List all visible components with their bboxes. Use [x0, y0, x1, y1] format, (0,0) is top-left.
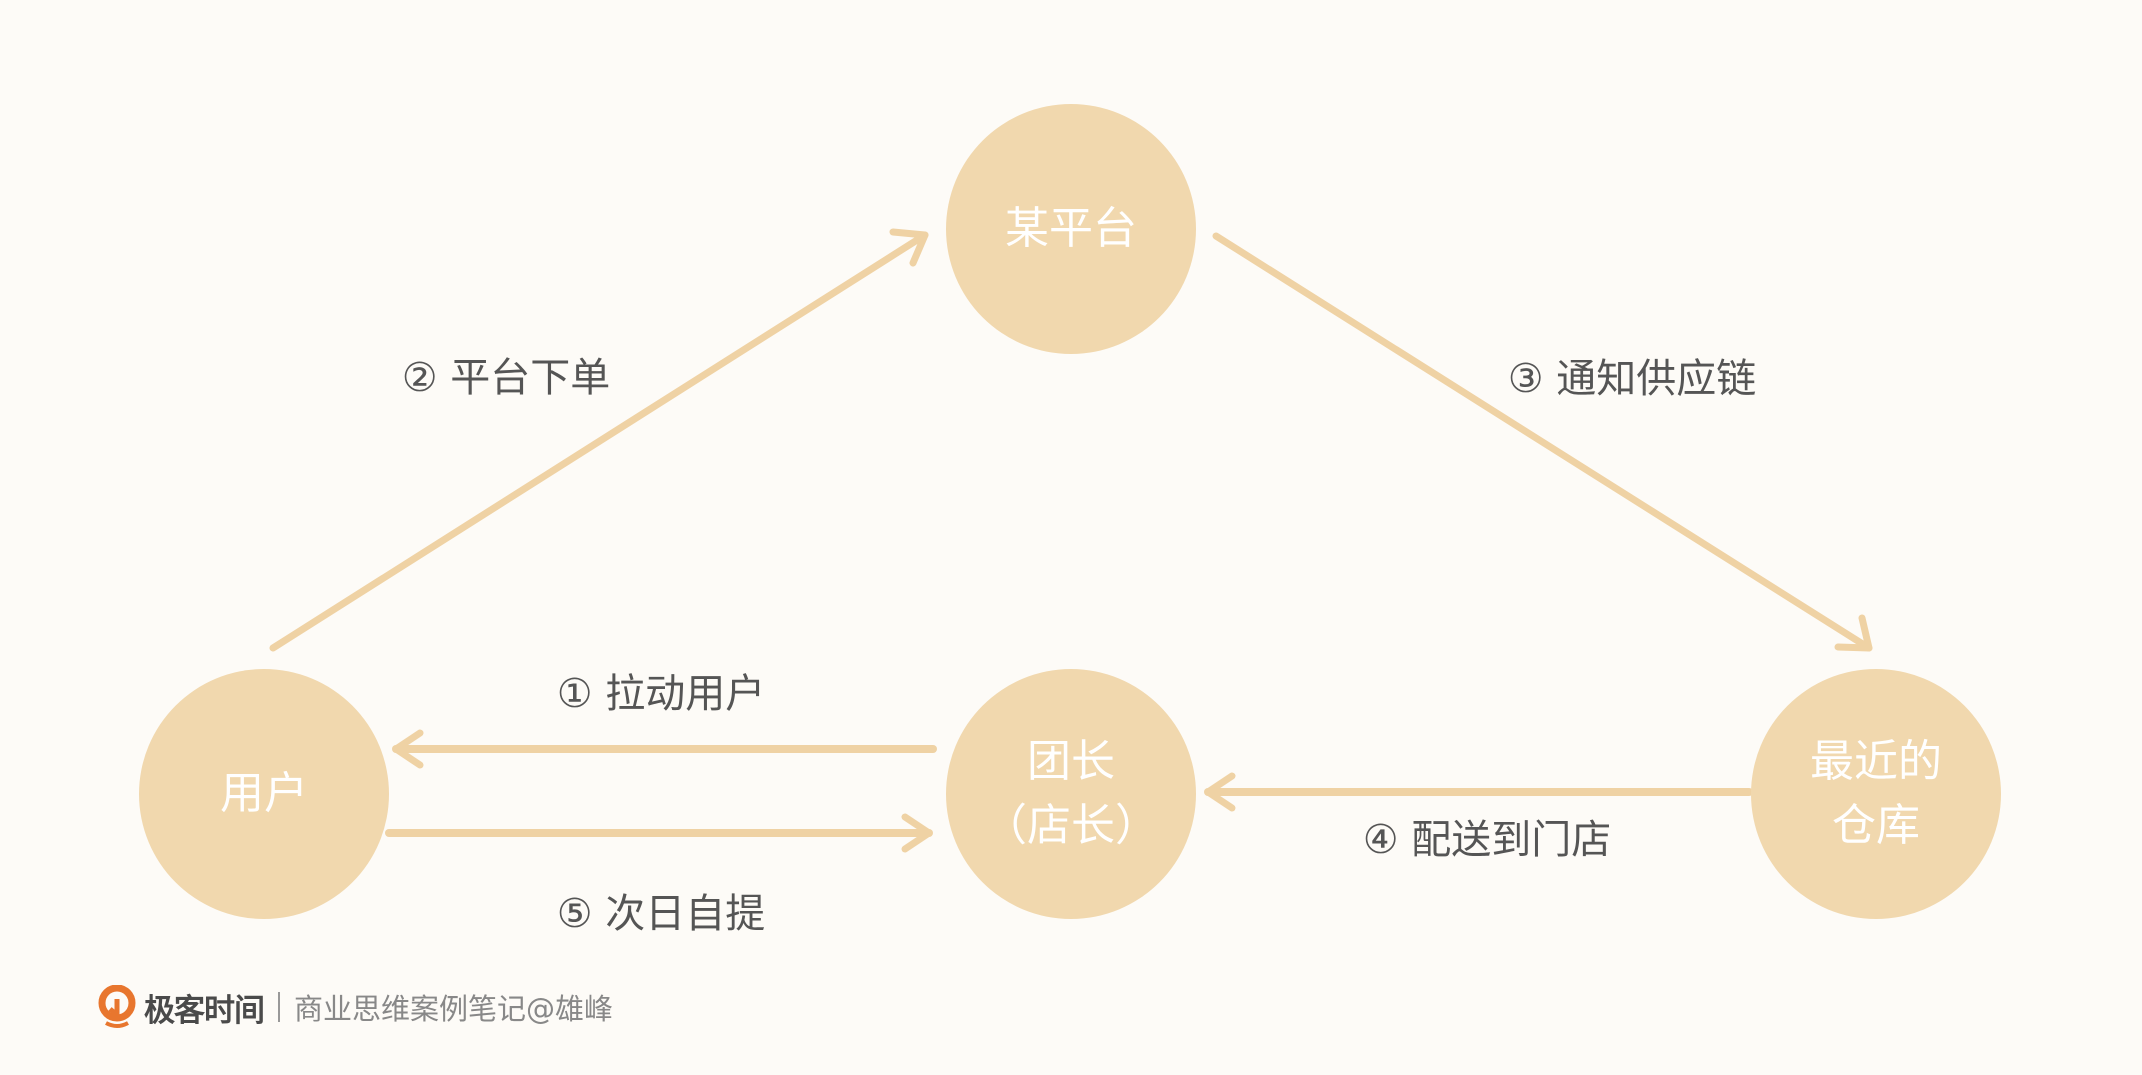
footer-divider	[278, 992, 280, 1022]
node-warehouse: 最近的 仓库	[1751, 669, 2001, 919]
step-4-label: ④ 配送到门店	[1362, 817, 1612, 863]
arrow-platform-to-warehouse	[1212, 232, 1873, 652]
footer-credit: 商业思维案例笔记@雄峰	[294, 992, 614, 1026]
arrow-user-to-leader	[385, 813, 933, 853]
brand-name: 极客时间	[144, 992, 265, 1029]
node-leader: 团长 （店长）	[946, 669, 1196, 919]
geektime-logo-icon	[98, 985, 136, 1028]
arrow-user-to-platform	[269, 228, 929, 652]
step-2-label: ② 平台下单	[401, 355, 611, 401]
arrow-warehouse-to-leader	[1204, 772, 1753, 812]
footer: 极客时间 商业思维案例笔记@雄峰	[98, 984, 613, 1030]
node-user: 用户	[139, 669, 389, 919]
arrow-leader-to-user	[392, 729, 937, 769]
node-platform: 某平台	[946, 104, 1196, 354]
step-5-label: ⑤ 次日自提	[556, 891, 766, 937]
step-3-label: ③ 通知供应链	[1507, 356, 1757, 402]
step-1-label: ① 拉动用户	[556, 671, 766, 717]
